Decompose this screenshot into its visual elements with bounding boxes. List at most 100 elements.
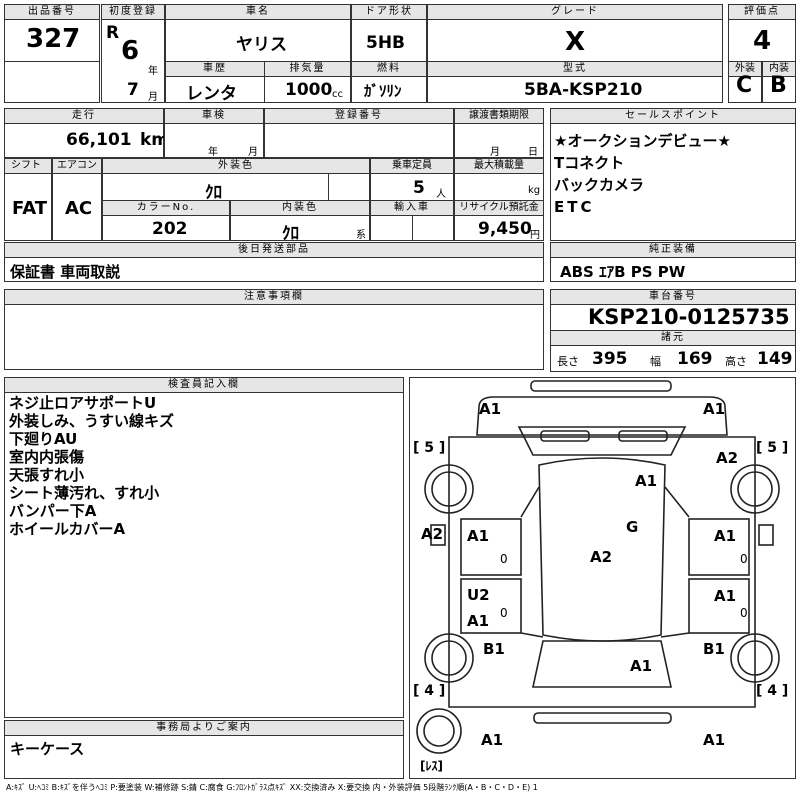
tire-rear-left-depth: [ 4 ] [413,683,446,699]
lot-blank-cell [4,61,100,103]
ac-label: エアコン [52,158,102,174]
displacement: 1000 [285,80,333,100]
inspector-note: シート薄汚れ、すれ小 [9,484,160,502]
era: R [106,23,120,43]
ext-color-label: 外装色 [102,158,370,174]
spare-tire-status: [ﾚｽ] [420,759,443,773]
left-mirror [430,524,446,546]
model-label: 型式 [427,61,723,77]
ext-color-cell [102,173,370,201]
damage-mark: A1 [467,612,490,630]
mileage-cell [4,123,164,158]
damage-mark: A1 [714,587,737,605]
damage-legend: A:ｷｽﾞ U:ﾍｺﾐ B:ｷｽﾞを伴うﾍｺﾐ P:要塗装 W:補修跡 S:錆 … [6,783,538,792]
door: 5HB [366,33,406,53]
front-right-wheel-inner [737,471,773,507]
damage-mark: G [626,518,639,536]
body-outline [448,436,756,708]
color-no: 202 [152,219,188,239]
inspector-note: 室内内張傷 [9,448,85,466]
door-zero-mark: 0 [740,552,748,566]
reg-no-cell [264,123,454,158]
inspector-note: ネジ止ロアサポートU [9,394,157,412]
damage-mark: A2 [421,525,444,543]
int-color: ｸﾛ [282,224,299,244]
displacement-label: 排気量 [264,61,351,77]
displacement-cell [264,76,351,103]
int-grade: B [770,73,787,98]
ac: AC [65,198,93,219]
equipment-label: 純正装備 [550,242,796,258]
history-label: 車歴 [165,61,265,77]
length: 395 [592,349,628,369]
inspector-note: 天張すれ小 [9,466,85,484]
lot-label: 出品番号 [4,4,100,20]
dims-label: 諸元 [550,330,796,346]
color-no-label: カラーNo. [102,200,230,216]
inspector-note: バンパー下A [9,502,97,520]
damage-mark: U2 [467,586,490,604]
capacity-label: 乗車定員 [370,158,454,174]
tire-front-left-depth: [ 5 ] [413,440,446,456]
car-outline-diagram [416,380,780,754]
capacity: 5 [413,178,425,198]
office-note: キーケース [10,740,85,758]
dims-cell [550,345,796,372]
spare-wheel-inner [423,715,455,747]
recycle-label: リサイクル預託金 [454,200,544,216]
damage-mark: A1 [479,400,502,418]
later-parts: 保証書 車両取説 [10,263,121,281]
front-right-wheel [730,464,780,514]
sales-point: ETC [554,198,595,216]
transfer-month-unit: 月 [490,147,500,158]
rear-bumper [533,712,672,724]
rear-right-wheel [730,633,780,683]
front-left-wheel [424,464,474,514]
hood-outline [476,396,728,436]
front-left-wheel-inner [431,471,467,507]
length-label: 長さ [557,355,579,368]
model: 5BA-KSP210 [524,80,643,100]
inspection-cell [164,123,264,158]
transfer-cell [454,123,544,158]
recycle: 9,450 [478,219,532,239]
left-c-pillar [520,632,544,638]
fuel: ｶﾞｿﾘﾝ [364,82,402,100]
mileage: 66,101 [66,130,132,150]
damage-mark: B1 [483,640,505,658]
mileage-label: 走行 [4,108,164,124]
office-cell [4,735,404,779]
rear-right-wheel-inner [737,640,773,676]
history: レンタ [186,84,237,104]
load-label: 最大積載量 [454,158,544,174]
windshield [517,426,687,456]
sales-label: セールスポイント [550,108,796,124]
sales-points-list: ★オークションデビュー★ Tコネクト バックカメラ ETC [554,130,731,218]
damage-mark: A1 [467,527,490,545]
width-label: 幅 [650,355,661,368]
height-label: 高さ [725,355,747,368]
door-zero-mark: 0 [500,606,508,620]
inspection-label: 車検 [164,108,264,124]
inspector-label: 検査員記入欄 [4,377,404,393]
notes-label: 注意事項欄 [4,289,544,305]
chassis-cell [550,304,796,331]
inspector-note: 外装しみ、うすい線キズ [9,412,175,430]
notes-cell [4,304,544,370]
damage-mark: A1 [630,657,653,675]
reg-no-label: 登録番号 [264,108,454,124]
spare-wheel [416,708,462,754]
door-zero-mark: 0 [500,552,508,566]
width: 169 [677,349,713,369]
inspector-note: ホイールカバーA [9,520,126,538]
int-grade-cell [762,76,796,103]
damage-diagram-panel [409,377,796,779]
first-reg-label: 初度登録 [101,4,165,20]
inspector-cell [4,392,404,718]
transfer-label: 譲渡書類期限 [454,108,544,124]
front-bumper [530,380,672,392]
tire-rear-right-depth: [ 4 ] [756,683,789,699]
rear-right-door [688,578,750,634]
fuel-label: 燃料 [351,61,427,77]
car-name-label: 車名 [165,4,351,20]
